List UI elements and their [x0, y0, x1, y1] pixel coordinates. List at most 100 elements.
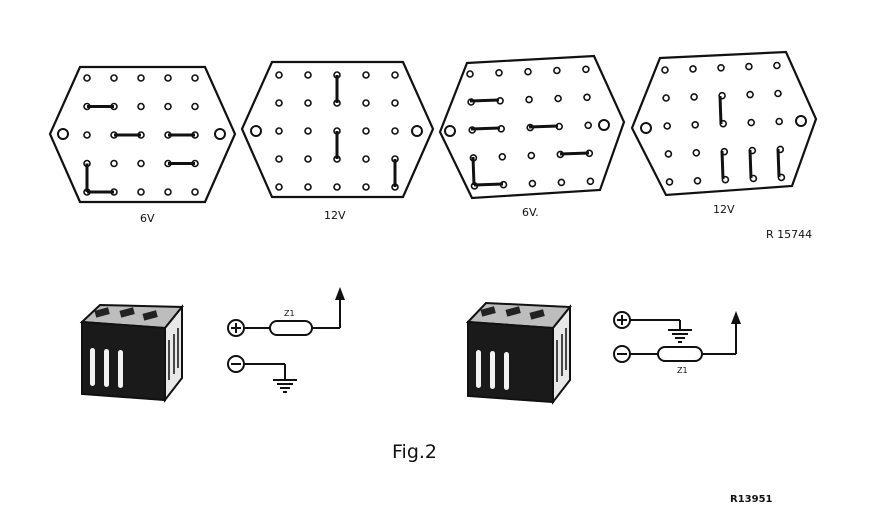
jumper-links [85, 105, 195, 194]
terminal-hole [746, 90, 754, 99]
terminal-hole [110, 74, 118, 82]
terminal-panel-1: 6V [48, 65, 237, 225]
terminal-hole [304, 183, 312, 191]
terminal-hole [362, 155, 370, 163]
jumper-links [469, 98, 590, 187]
terminal-hole [191, 188, 199, 196]
terminal-hole [137, 74, 145, 82]
terminal-hole [528, 179, 537, 188]
terminal-hole [554, 94, 562, 103]
battery-terminal [142, 310, 158, 321]
battery-terminal [480, 306, 496, 317]
terminal-hole [774, 89, 782, 98]
mounting-hole-left [250, 125, 262, 137]
terminal-hole [690, 93, 698, 101]
terminal-hole [362, 183, 370, 191]
terminal-hole [391, 71, 399, 79]
panel-outline [48, 65, 237, 204]
terminal-hole [665, 178, 674, 186]
terminal-hole [586, 177, 595, 186]
wiring-circuit-2 [613, 311, 741, 363]
terminal-hole [304, 155, 312, 163]
terminal-hole [693, 177, 702, 185]
battery-terminal [529, 309, 545, 320]
terminal-hole [275, 71, 283, 79]
terminal-hole [137, 102, 145, 111]
terminal-hole [391, 99, 399, 107]
terminal-hole [717, 64, 725, 72]
battery-illustration-2 [465, 301, 573, 405]
battery-terminal [119, 307, 135, 318]
battery-terminal [94, 307, 110, 318]
terminal-hole [191, 74, 199, 82]
terminal-hole [333, 183, 341, 191]
terminal-hole [495, 69, 503, 77]
terminal-hole [275, 127, 283, 135]
terminal-panel-2: 12V [240, 60, 435, 222]
terminal-hole [362, 71, 370, 79]
terminal-hole [275, 99, 283, 107]
terminal-hole [661, 66, 669, 74]
mounting-hole-right [795, 115, 807, 127]
terminal-hole [527, 151, 536, 160]
mounting-hole-left [640, 122, 652, 134]
terminal-hole [164, 74, 172, 82]
terminal-hole [525, 95, 533, 104]
terminal-hole [691, 121, 700, 129]
battery-illustration-1 [79, 303, 185, 403]
terminal-hole [692, 149, 701, 157]
mounting-hole-left [57, 128, 69, 140]
resistor-label-1: Z1 [284, 309, 295, 318]
ground-icon [668, 329, 692, 343]
battery-side-ribs [168, 328, 179, 380]
panel-outline [438, 54, 626, 200]
terminal-hole [775, 117, 784, 126]
terminal-hole [164, 102, 172, 111]
terminal-hole [689, 65, 697, 73]
terminal-hole [304, 71, 312, 79]
arrow-up-icon [731, 311, 741, 324]
terminal-hole [164, 188, 172, 196]
mounting-hole-left [444, 125, 456, 137]
mounting-hole-right [598, 119, 610, 131]
resistor-z1 [269, 320, 313, 336]
drawing-reference-code: R13951 [730, 494, 773, 505]
terminal-hole [583, 93, 591, 102]
terminal-panel-4: 12V [630, 50, 818, 216]
terminal-hole [747, 118, 756, 127]
terminal-hole [584, 121, 593, 130]
panel-1-voltage-label: 6V [140, 212, 155, 225]
terminal-hole [664, 150, 673, 158]
panel-reference-code: R 15744 [766, 228, 812, 241]
jumper-links [335, 75, 397, 187]
panel-2-voltage-label: 12V [324, 209, 346, 222]
terminal-hole [137, 188, 145, 196]
terminal-hole [466, 70, 474, 78]
panel-4-voltage-label: 12V [713, 203, 735, 216]
terminal-hole [498, 153, 507, 161]
arrow-up-icon [335, 287, 345, 300]
terminal-hole [83, 74, 91, 82]
terminal-hole [557, 178, 566, 187]
terminal-hole [137, 159, 145, 168]
terminal-hole [391, 127, 399, 135]
resistor-z1 [657, 346, 703, 362]
terminal-hole [191, 102, 199, 111]
mounting-hole-right [411, 125, 423, 137]
terminal-hole [553, 66, 561, 75]
resistor-label-2: Z1 [677, 366, 688, 375]
terminal-hole [83, 131, 91, 139]
terminal-hole [662, 94, 670, 102]
terminal-hole [110, 159, 118, 168]
terminal-hole [663, 122, 672, 130]
wiring-circuit-1 [227, 287, 345, 393]
terminal-hole [773, 61, 781, 70]
terminal-hole [524, 67, 532, 76]
terminal-hole [362, 99, 370, 107]
battery-cell-ribs [476, 350, 509, 390]
battery-side-ribs [556, 328, 567, 382]
figure-caption: Fig.2 [392, 441, 437, 463]
terminal-hole [275, 155, 283, 163]
